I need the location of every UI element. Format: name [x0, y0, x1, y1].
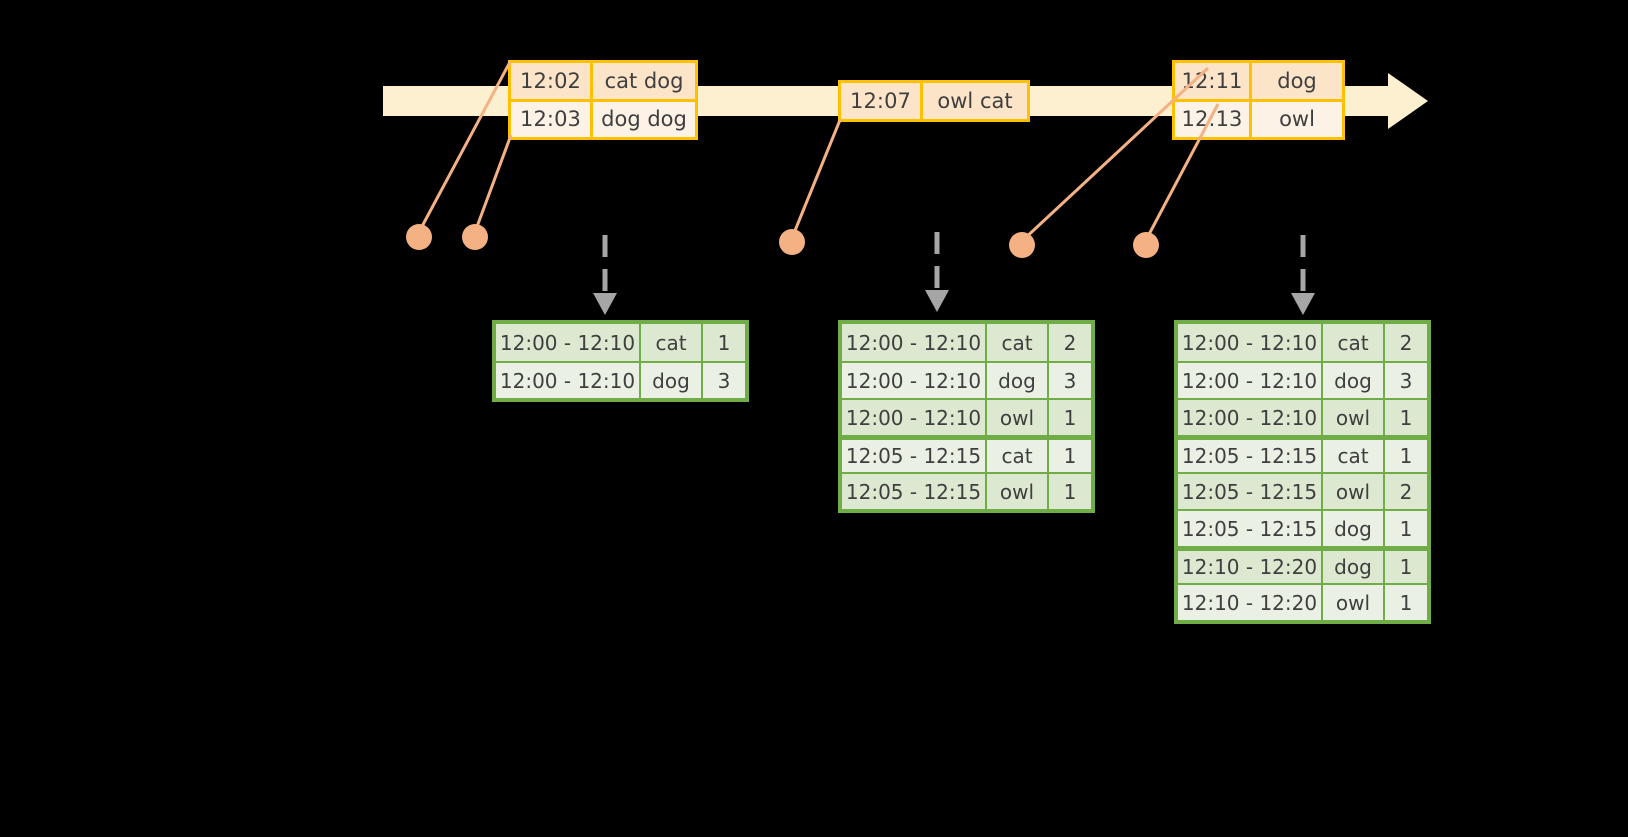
cell-count: 1: [1385, 400, 1427, 435]
event-time: 12:11: [1175, 63, 1252, 99]
cell-count: 1: [1049, 474, 1091, 509]
cell-count: 1: [703, 324, 745, 361]
leader-line-2: [473, 134, 513, 233]
event-words: owl cat: [923, 83, 1027, 119]
cell-word: dog: [641, 363, 703, 398]
event-time: 12:07: [841, 83, 923, 119]
connector-dot-1[interactable]: [406, 224, 432, 250]
timeline-bar-segment-mid-right: [1030, 86, 1172, 116]
event-time: 12:13: [1175, 101, 1252, 137]
cell-word: cat: [987, 324, 1049, 361]
cell-window: 12:10 - 12:20: [1178, 585, 1323, 620]
cell-word: owl: [1323, 474, 1385, 509]
dashed-arrow-to-table-3: [1291, 235, 1315, 315]
cell-word: dog: [1323, 551, 1385, 583]
cell-count: 1: [1385, 551, 1427, 583]
timeline-event-row[interactable]: 12:13 owl: [1175, 98, 1342, 137]
cell-count: 2: [1049, 324, 1091, 361]
timeline-bar-segment-right: [1345, 86, 1388, 116]
cell-window: 12:00 - 12:10: [496, 363, 641, 398]
cell-window: 12:05 - 12:15: [1178, 474, 1323, 509]
cell-count: 2: [1385, 324, 1427, 361]
timeline-bar-segment-left: [383, 86, 508, 116]
cell-window: 12:05 - 12:15: [842, 474, 987, 509]
cell-window: 12:05 - 12:15: [842, 440, 987, 472]
timeline-event-row[interactable]: 12:02 cat dog: [511, 63, 695, 99]
timeline-event-row[interactable]: 12:07 owl cat: [841, 83, 1027, 119]
cell-word: dog: [1323, 511, 1385, 546]
cell-word: cat: [1323, 324, 1385, 361]
cell-window: 12:00 - 12:10: [842, 363, 987, 398]
event-words: dog: [1252, 63, 1342, 99]
timeline-event-row[interactable]: 12:11 dog: [1175, 63, 1342, 99]
cell-window: 12:00 - 12:10: [842, 324, 987, 361]
cell-word: owl: [987, 474, 1049, 509]
cell-count: 1: [1049, 400, 1091, 435]
dashed-arrow-to-table-2: [925, 232, 949, 312]
cell-count: 3: [1049, 363, 1091, 398]
timeline-event-group-2[interactable]: 12:07 owl cat: [838, 80, 1030, 122]
cell-word: cat: [1323, 440, 1385, 472]
timeline-event-row[interactable]: 12:03 dog dog: [511, 98, 695, 137]
cell-word: owl: [1323, 585, 1385, 620]
connector-dot-4[interactable]: [1009, 232, 1035, 258]
cell-word: dog: [987, 363, 1049, 398]
leader-line-3: [790, 119, 842, 239]
timeline-event-group-1[interactable]: 12:02 cat dog 12:03 dog dog: [508, 60, 698, 140]
cell-window: 12:00 - 12:10: [1178, 400, 1323, 435]
connector-dot-5[interactable]: [1133, 232, 1159, 258]
event-time: 12:02: [511, 63, 593, 99]
cell-word: cat: [641, 324, 703, 361]
cell-count: 1: [1385, 585, 1427, 620]
timeline-event-group-3[interactable]: 12:11 dog 12:13 owl: [1172, 60, 1345, 140]
cell-word: dog: [1323, 363, 1385, 398]
cell-window: 12:00 - 12:10: [1178, 324, 1323, 361]
cell-window: 12:05 - 12:15: [1178, 440, 1323, 472]
cell-count: 3: [1385, 363, 1427, 398]
event-time: 12:03: [511, 101, 593, 137]
cell-count: 3: [703, 363, 745, 398]
cell-count: 2: [1385, 474, 1427, 509]
cell-word: owl: [1323, 400, 1385, 435]
cell-window: 12:00 - 12:10: [1178, 363, 1323, 398]
arrow-head-icon: [925, 290, 949, 312]
timeline-arrow-head-icon: [1388, 73, 1428, 129]
cell-count: 1: [1049, 440, 1091, 472]
timeline-bar-segment-mid-left: [698, 86, 838, 116]
cell-window: 12:05 - 12:15: [1178, 511, 1323, 546]
dashed-arrow-to-table-1: [593, 235, 617, 315]
cell-window: 12:00 - 12:10: [842, 400, 987, 435]
arrow-head-icon: [593, 293, 617, 315]
cell-word: cat: [987, 440, 1049, 472]
cell-window: 12:00 - 12:10: [496, 324, 641, 361]
event-words: cat dog: [593, 63, 695, 99]
cell-count: 1: [1385, 511, 1427, 546]
connector-dot-2[interactable]: [462, 224, 488, 250]
cell-count: 1: [1385, 440, 1427, 472]
cell-word: owl: [987, 400, 1049, 435]
event-words: dog dog: [593, 101, 695, 137]
event-words: owl: [1252, 101, 1342, 137]
arrow-head-icon: [1291, 293, 1315, 315]
connector-dot-3[interactable]: [779, 229, 805, 255]
cell-window: 12:10 - 12:20: [1178, 551, 1323, 583]
